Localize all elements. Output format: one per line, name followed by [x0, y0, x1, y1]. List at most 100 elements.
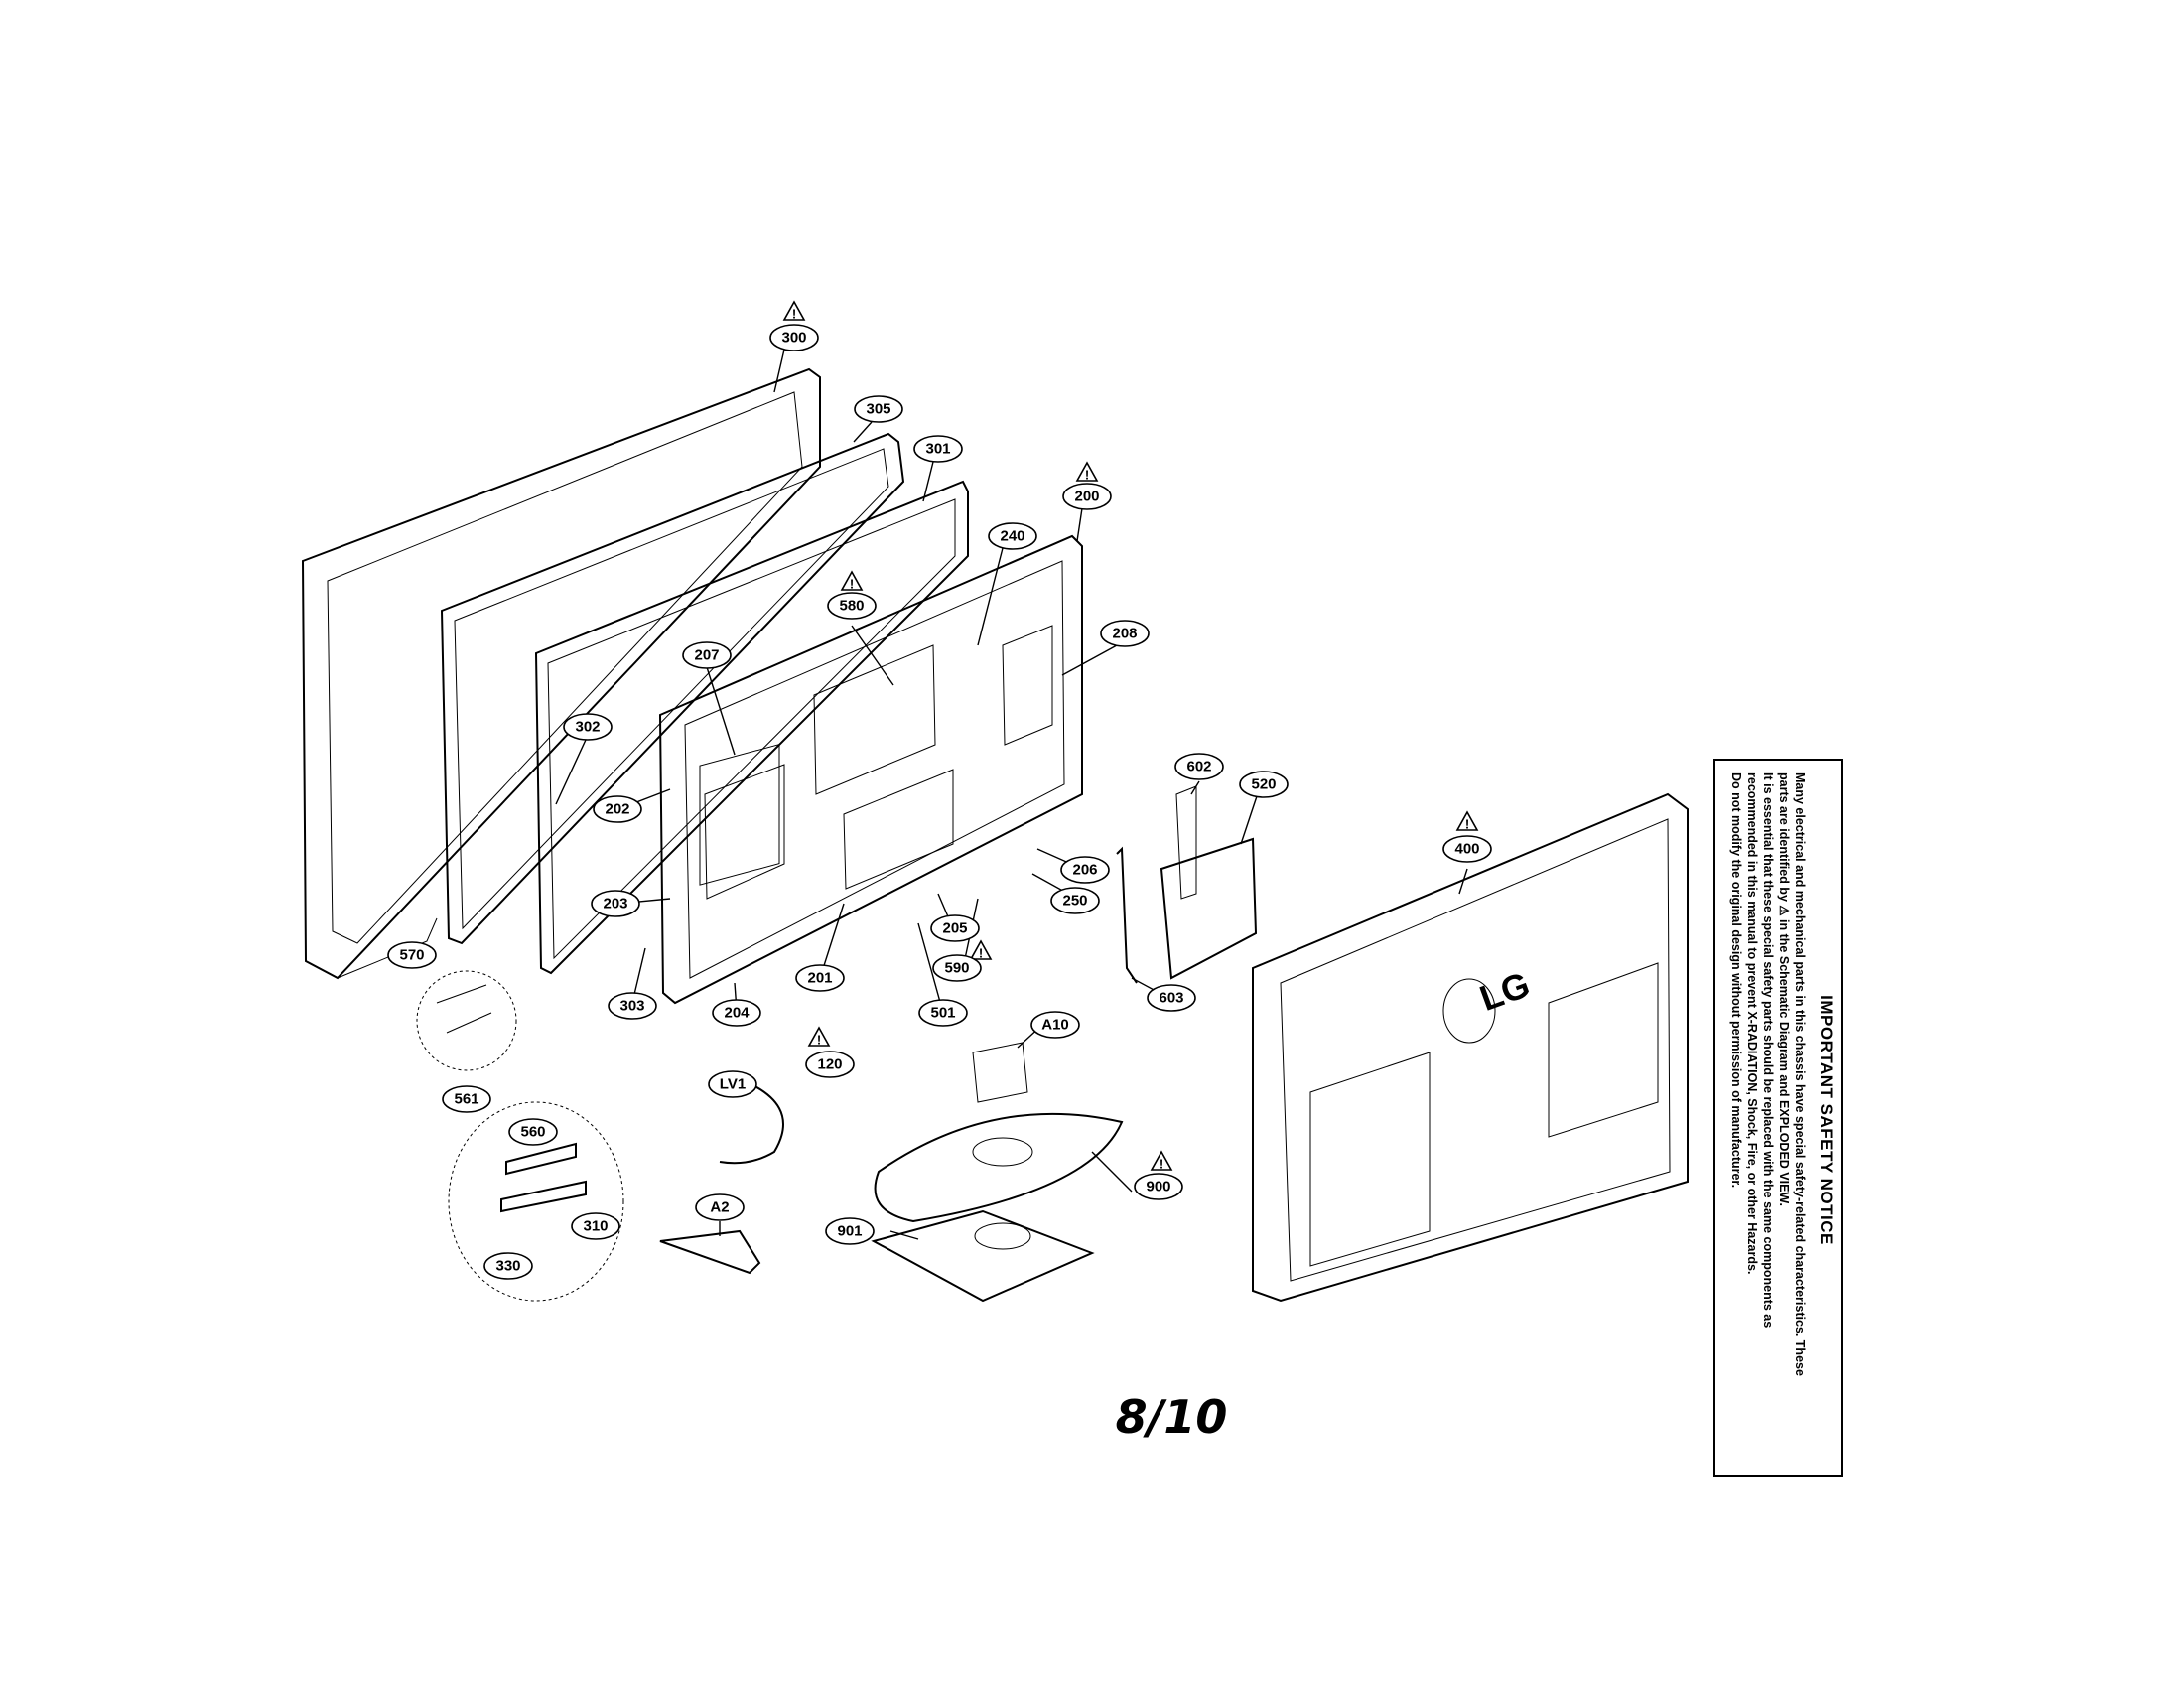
callout-330: 330 [483, 1252, 533, 1280]
svg-text:LV1: LV1 [720, 1076, 746, 1093]
svg-text:901: 901 [837, 1223, 862, 1240]
svg-text:!: ! [850, 577, 854, 592]
svg-text:561: 561 [454, 1091, 478, 1108]
svg-text:206: 206 [1072, 862, 1097, 879]
svg-text:400: 400 [1454, 841, 1479, 858]
warning-symbols: ! ! ! ! ! ! ! [782, 300, 1479, 1172]
callout-LV1: LV1 [708, 1070, 757, 1098]
notice-line: It is essential that these special safet… [1761, 772, 1775, 1329]
logo-text: LG [1474, 963, 1535, 1019]
callout-205: 205 [930, 914, 980, 942]
part-board-520 [1160, 785, 1258, 980]
part-cable-LV1 [719, 1076, 784, 1165]
warning-icon: ! [1150, 1150, 1173, 1172]
part-cable-603 [1116, 846, 1138, 984]
svg-text:200: 200 [1074, 489, 1099, 505]
svg-text:201: 201 [807, 970, 832, 987]
svg-text:250: 250 [1062, 893, 1087, 910]
part-frame-305 [440, 432, 905, 945]
svg-text:208: 208 [1112, 626, 1137, 642]
warning-icon: ! [1455, 810, 1479, 832]
svg-text:302: 302 [575, 719, 600, 736]
svg-text:603: 603 [1159, 990, 1183, 1007]
warning-icon: ! [807, 1026, 831, 1048]
callout-590: 590 [932, 954, 982, 982]
callout-A2: A2 [695, 1193, 745, 1221]
svg-text:300: 300 [781, 330, 806, 347]
svg-text:305: 305 [866, 401, 890, 418]
safety-notice-content: IMPORTANT SAFETY NOTICE Many electrical … [1720, 772, 1840, 1468]
svg-text:240: 240 [1000, 528, 1024, 545]
svg-text:301: 301 [925, 441, 950, 458]
notice-line: parts are identified by ⚠ in the Schemat… [1777, 772, 1791, 1207]
part-A2 [659, 1229, 761, 1275]
callout-208: 208 [1100, 620, 1150, 647]
svg-text:A10: A10 [1041, 1017, 1069, 1034]
svg-text:520: 520 [1251, 776, 1276, 793]
part-stand-900 [874, 1042, 1124, 1223]
part-panel-301 [534, 480, 969, 975]
notice-line: Many electrical and mechanical parts in … [1793, 772, 1807, 1376]
svg-text:!: ! [792, 307, 796, 322]
safety-notice-box: IMPORTANT SAFETY NOTICE Many electrical … [1713, 759, 1843, 1477]
callout-202: 202 [593, 795, 642, 823]
svg-text:205: 205 [942, 920, 967, 937]
svg-text:!: ! [979, 946, 983, 961]
callout-300: 300 [769, 324, 819, 351]
callout-580: 580 [827, 592, 877, 620]
svg-text:204: 204 [724, 1005, 750, 1022]
callout-901: 901 [825, 1217, 875, 1245]
page-number: 8/10 [1115, 1390, 1228, 1444]
svg-text:560: 560 [520, 1124, 545, 1141]
svg-text:501: 501 [930, 1005, 955, 1022]
svg-text:!: ! [1465, 817, 1469, 832]
safety-notice-title: IMPORTANT SAFETY NOTICE [1817, 995, 1836, 1245]
notice-line: Do not modify the original design withou… [1729, 772, 1743, 1189]
svg-text:202: 202 [605, 801, 629, 818]
svg-text:570: 570 [399, 947, 424, 964]
callout-303: 303 [608, 992, 657, 1020]
notice-line: recommended in this manual to prevent X-… [1745, 772, 1759, 1275]
warning-icon: ! [1075, 461, 1099, 483]
warning-icon: ! [782, 300, 806, 322]
svg-text:900: 900 [1146, 1179, 1170, 1195]
svg-text:310: 310 [583, 1218, 608, 1235]
part-front-bezel [301, 367, 821, 980]
callout-240: 240 [988, 522, 1037, 550]
callout-520: 520 [1239, 771, 1289, 798]
svg-text:602: 602 [1186, 759, 1211, 775]
svg-text:!: ! [1160, 1157, 1163, 1172]
svg-text:303: 303 [619, 998, 644, 1015]
callout-204: 204 [712, 999, 761, 1027]
warning-icon: ! [969, 939, 993, 961]
callout-A10: A10 [1030, 1011, 1080, 1039]
svg-text:203: 203 [603, 896, 627, 912]
callout-602: 602 [1174, 753, 1224, 780]
svg-text:330: 330 [495, 1258, 520, 1275]
callout-570: 570 [387, 941, 437, 969]
callout-561: 561 [442, 1085, 491, 1113]
svg-text:!: ! [1085, 468, 1089, 483]
callout-120: 120 [805, 1051, 855, 1078]
callout-603: 603 [1147, 984, 1196, 1012]
part-chassis-200 [658, 534, 1083, 1005]
leader-lines [555, 349, 1468, 1240]
callout-206: 206 [1060, 856, 1110, 884]
callout-201: 201 [795, 964, 845, 992]
callout-400: 400 [1442, 835, 1492, 863]
part-back-cover-400 [1252, 792, 1689, 1303]
svg-text:590: 590 [944, 960, 969, 977]
callout-200: 200 [1062, 483, 1112, 510]
svg-text:120: 120 [817, 1056, 842, 1073]
callout-900: 900 [1134, 1173, 1183, 1200]
callout-310: 310 [571, 1212, 620, 1240]
detail-circle-561 [448, 1101, 624, 1302]
callout-301: 301 [913, 435, 963, 463]
safety-notice-body: Many electrical and mechanical parts in … [1728, 772, 1808, 1468]
callout-207: 207 [682, 641, 732, 669]
callout-302: 302 [563, 713, 613, 741]
callout-501: 501 [918, 999, 968, 1027]
svg-text:!: ! [817, 1033, 821, 1048]
callout-560: 560 [508, 1118, 558, 1146]
